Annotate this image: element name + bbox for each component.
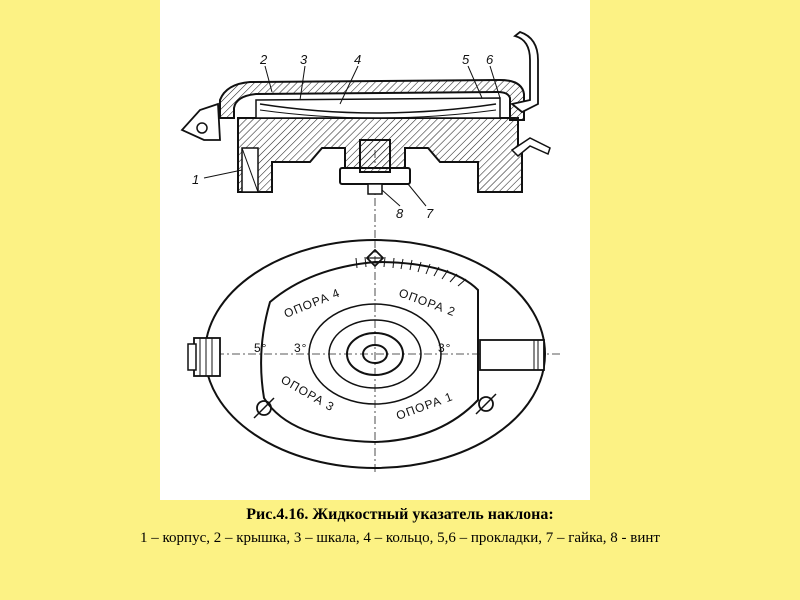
callout-8: 8	[396, 206, 404, 221]
cross-section-view: 2 3 4 5 6 1 8 7	[180, 30, 551, 240]
plan-left-hinge	[187, 337, 221, 377]
tilt-indicator-drawing: 2 3 4 5 6 1 8 7	[180, 30, 560, 475]
label-deg-3-left: 3°	[294, 341, 307, 355]
label-deg-5: 5°	[254, 341, 267, 355]
scale-disc	[260, 260, 479, 444]
callout-5: 5	[462, 52, 470, 67]
callout-2: 2	[259, 52, 268, 67]
callout-4: 4	[354, 52, 361, 67]
fixing-screw-left	[253, 397, 275, 419]
top-screw-mark	[365, 248, 385, 268]
plan-right-handle	[479, 339, 545, 371]
caption-legend: 1 – корпус, 2 – крышка, 3 – шкала, 4 – к…	[140, 530, 660, 546]
fixing-screw-right	[475, 393, 497, 415]
screw	[359, 139, 391, 173]
label-support-1: ОПОРА 1	[394, 389, 455, 423]
callout-7: 7	[426, 206, 434, 221]
bubble-center	[362, 344, 388, 364]
cover-lid	[219, 78, 525, 121]
callout-6: 6	[486, 52, 494, 67]
label-deg-3-right: 3°	[438, 341, 451, 355]
label-support-3: ОПОРА 3	[279, 372, 338, 414]
callout-3: 3	[300, 52, 308, 67]
caption-title: Рис.4.16. Жидкостный указатель наклона:	[246, 506, 554, 523]
plan-view: ОПОРА 4 ОПОРА 2 ОПОРА 3 ОПОРА 1 5° 3° 3°	[187, 239, 560, 475]
label-support-2: ОПОРА 2	[397, 286, 458, 320]
scale-chamber	[255, 97, 501, 119]
right-handle	[509, 30, 539, 114]
figure-panel: 2 3 4 5 6 1 8 7	[160, 0, 590, 500]
callout-1: 1	[192, 172, 199, 187]
left-hinge	[180, 102, 221, 141]
